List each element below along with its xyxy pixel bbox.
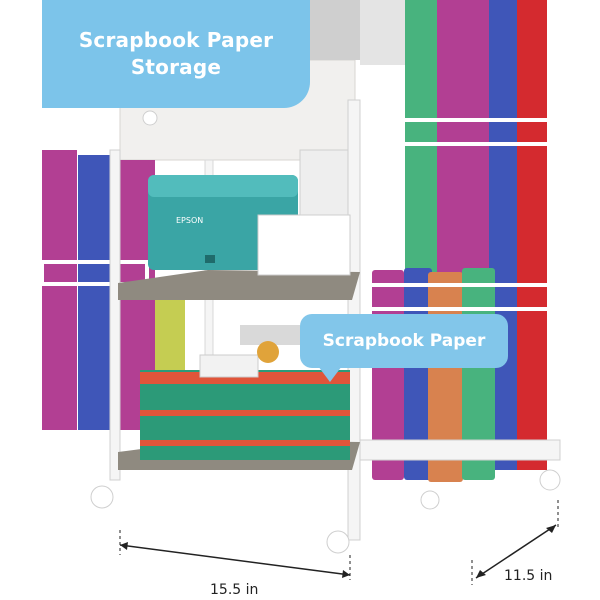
tape-dispenser [257, 341, 279, 363]
width-dimension-line [119, 544, 351, 576]
paper-roll-red [517, 0, 547, 470]
depth-dimension-line [475, 524, 557, 579]
caster-wheel [90, 485, 114, 509]
mesh-basket [300, 0, 360, 60]
mesh-basket-side [360, 0, 405, 65]
basket-base [359, 439, 561, 461]
caster-wheel [326, 530, 350, 554]
paper-stack-band [140, 440, 350, 446]
scrapbook-paper-callout: Scrapbook Paper [300, 314, 508, 368]
printer-brand-label: EPSON [176, 216, 203, 225]
width-dimension-label: 15.5 in [210, 582, 259, 598]
marker-set [257, 214, 351, 276]
callout-label: Scrapbook Paper [322, 331, 486, 351]
caster-wheel [420, 490, 440, 510]
drawer-knob [142, 110, 158, 126]
paper-stack-top [140, 372, 350, 384]
title-line-1: Scrapbook Paper [78, 28, 274, 52]
title-line-2: Storage [130, 55, 222, 79]
stapler [240, 325, 300, 345]
printer-top [148, 175, 298, 197]
eraser [199, 354, 259, 378]
depth-dimension-label: 11.5 in [504, 568, 553, 584]
arrowhead [120, 542, 128, 550]
printer-button [205, 255, 215, 263]
frame-post-left [109, 149, 121, 481]
middle-shelf [118, 270, 360, 300]
arrowhead [476, 570, 486, 578]
title-banner: Scrapbook Paper Storage [42, 0, 310, 108]
arrowhead [342, 570, 350, 578]
caster-wheel [539, 469, 561, 491]
arrowhead [546, 525, 556, 533]
paper-roll-blue [78, 155, 112, 430]
paper-roll-magenta [42, 150, 77, 430]
left-basket-rim [40, 260, 149, 286]
paper-stack-band [140, 410, 350, 416]
callout-tail [318, 366, 342, 382]
marker-cup [299, 149, 349, 216]
